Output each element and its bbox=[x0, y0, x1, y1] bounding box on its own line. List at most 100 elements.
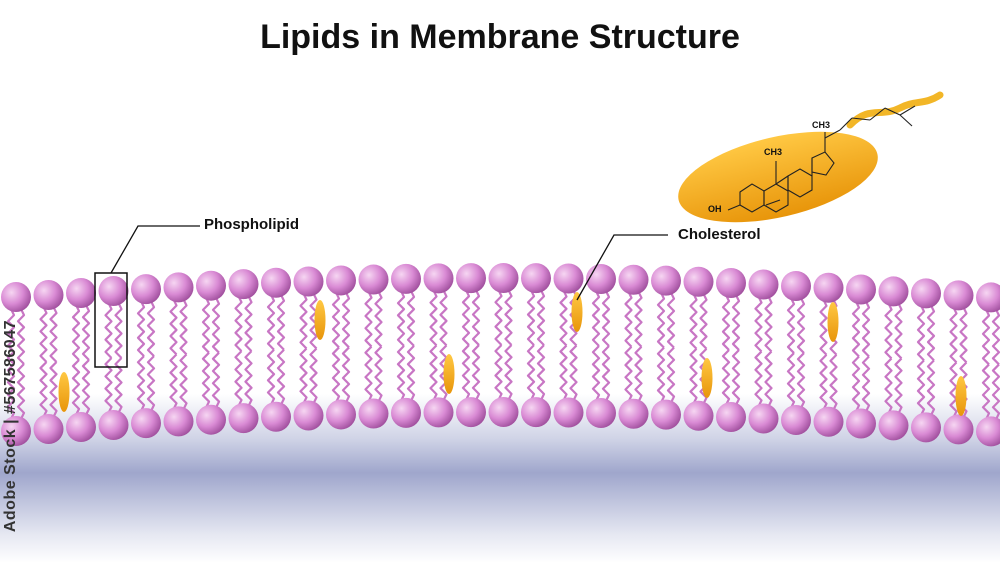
lipid-tail-lower bbox=[494, 344, 503, 401]
cholesterol-tail bbox=[846, 91, 944, 129]
lipid-tail-upper bbox=[309, 293, 318, 350]
lipid-tail-upper bbox=[429, 289, 438, 347]
lipid-tail-lower bbox=[526, 344, 536, 401]
phospholipid-head-lower bbox=[98, 410, 129, 441]
lipid-tail-upper bbox=[601, 290, 611, 347]
lipid-tail-lower bbox=[786, 352, 796, 409]
cholesterol-leader-line bbox=[576, 234, 668, 301]
lipid-tail-lower bbox=[471, 344, 481, 401]
lipid-tail-lower bbox=[559, 344, 568, 401]
phospholipid-head-lower bbox=[976, 416, 1000, 447]
lipid-tail-lower bbox=[81, 359, 91, 416]
phospholipid-head-upper bbox=[748, 269, 779, 300]
lipid-tail-upper bbox=[656, 292, 666, 349]
lipid-tail-lower bbox=[179, 353, 188, 410]
phospholipid-head-upper bbox=[33, 279, 64, 310]
lipid-tail-lower bbox=[601, 345, 611, 402]
phospholipid-head-lower bbox=[943, 414, 974, 445]
lipid-tail-lower bbox=[71, 359, 81, 416]
phospholipid-head-upper bbox=[326, 265, 356, 296]
lipid-tail-upper bbox=[591, 290, 601, 347]
lipid-tail-lower bbox=[991, 363, 1000, 420]
phospholipid-head-upper bbox=[553, 263, 584, 294]
lipid-tail-upper bbox=[439, 289, 448, 347]
lipid-tail-lower bbox=[754, 350, 763, 407]
lipid-tail-upper bbox=[926, 304, 936, 362]
lipid-tail-upper bbox=[721, 294, 731, 351]
lipid-tail-lower bbox=[276, 348, 286, 406]
lipid-tail-lower bbox=[406, 345, 416, 402]
lipid-tail-upper bbox=[244, 295, 253, 352]
diagram-title: Lipids in Membrane Structure bbox=[260, 18, 740, 56]
lipid-tail-upper bbox=[341, 291, 351, 349]
phospholipid-head-lower bbox=[228, 403, 259, 434]
lipid-tail-lower bbox=[461, 344, 471, 401]
phospholipid-head-lower bbox=[586, 397, 616, 428]
phospholipid-head-upper bbox=[391, 263, 421, 294]
phospholipid-head-lower bbox=[196, 404, 226, 435]
phospholipid-head-lower bbox=[521, 397, 551, 428]
lipid-tail-lower bbox=[926, 359, 936, 416]
phospholipid-head-upper bbox=[813, 272, 844, 303]
phospholipid-head-lower bbox=[326, 399, 356, 430]
phospholipid-head-upper bbox=[293, 266, 324, 297]
phospholipid-head-lower bbox=[651, 399, 681, 430]
lipid-tail-lower bbox=[299, 347, 308, 404]
lipid-tail-upper bbox=[764, 295, 773, 353]
lipid-tail-upper bbox=[504, 289, 513, 346]
lipid-tail-lower bbox=[439, 344, 448, 401]
lipid-tail-upper bbox=[234, 295, 243, 352]
phospholipid-head-upper bbox=[683, 266, 714, 297]
lipid-tail-upper bbox=[754, 295, 763, 353]
lipid-tail-lower bbox=[136, 355, 146, 412]
lipid-tail-lower bbox=[331, 346, 341, 403]
lipid-tail-lower bbox=[884, 357, 893, 414]
phospholipid-head-lower bbox=[488, 397, 519, 428]
phospholipid-head-lower bbox=[748, 403, 779, 434]
cholesterol-molecule bbox=[955, 376, 967, 416]
phospholipid-head-lower bbox=[1, 415, 31, 446]
lipid-tail-upper bbox=[666, 292, 676, 349]
phospholipid-head-lower bbox=[131, 408, 161, 439]
phospholipid-head-lower bbox=[846, 408, 876, 439]
lipid-tail-upper bbox=[114, 302, 123, 359]
phospholipid-head-upper bbox=[618, 264, 649, 295]
cholesterol-molecule bbox=[314, 300, 326, 340]
lipid-tail-upper bbox=[406, 290, 416, 347]
lipid-tails bbox=[6, 289, 1000, 420]
phospholipid-head-upper bbox=[98, 276, 129, 307]
phospholipid-head-lower bbox=[618, 398, 649, 429]
phospholipid-leader-line bbox=[110, 225, 200, 274]
lipid-tail-upper bbox=[624, 291, 633, 348]
lipid-tail-upper bbox=[699, 293, 708, 350]
lipid-tail-lower bbox=[981, 363, 991, 420]
cholesterol-molecule bbox=[58, 372, 70, 412]
lipid-tail-lower bbox=[364, 345, 373, 403]
phospholipid-head-upper bbox=[976, 282, 1000, 313]
lipid-tail-upper bbox=[861, 301, 871, 358]
phospholipid-label: Phospholipid bbox=[204, 216, 299, 233]
lipid-tail-lower bbox=[341, 346, 351, 403]
lipid-tail-lower bbox=[396, 345, 406, 402]
lipid-tail-lower bbox=[851, 355, 861, 413]
lipid-tail-lower bbox=[819, 353, 828, 411]
lipid-tail-lower bbox=[949, 361, 958, 418]
lipid-tail-upper bbox=[266, 294, 276, 351]
lipid-tail-upper bbox=[276, 294, 286, 351]
lipid-tail-lower bbox=[244, 350, 253, 407]
ch3-top-label: CH3 bbox=[812, 120, 830, 130]
lipid-tail-upper bbox=[16, 308, 26, 365]
lipid-tail-lower bbox=[764, 350, 773, 407]
lipid-tail-upper bbox=[471, 289, 481, 346]
lipid-tail-lower bbox=[309, 347, 318, 404]
lipid-tail-upper bbox=[981, 308, 991, 366]
lipid-tail-lower bbox=[16, 363, 26, 420]
phospholipid-head-upper bbox=[716, 268, 746, 299]
lipid-tail-upper bbox=[991, 308, 1000, 366]
lipid-tail-upper bbox=[299, 293, 308, 350]
lipid-tail-lower bbox=[429, 344, 438, 401]
cholesterol-molecule bbox=[443, 354, 455, 394]
lipid-tail-lower bbox=[266, 348, 276, 406]
lipid-tail-upper bbox=[49, 306, 58, 363]
lipid-tail-lower bbox=[569, 344, 578, 401]
